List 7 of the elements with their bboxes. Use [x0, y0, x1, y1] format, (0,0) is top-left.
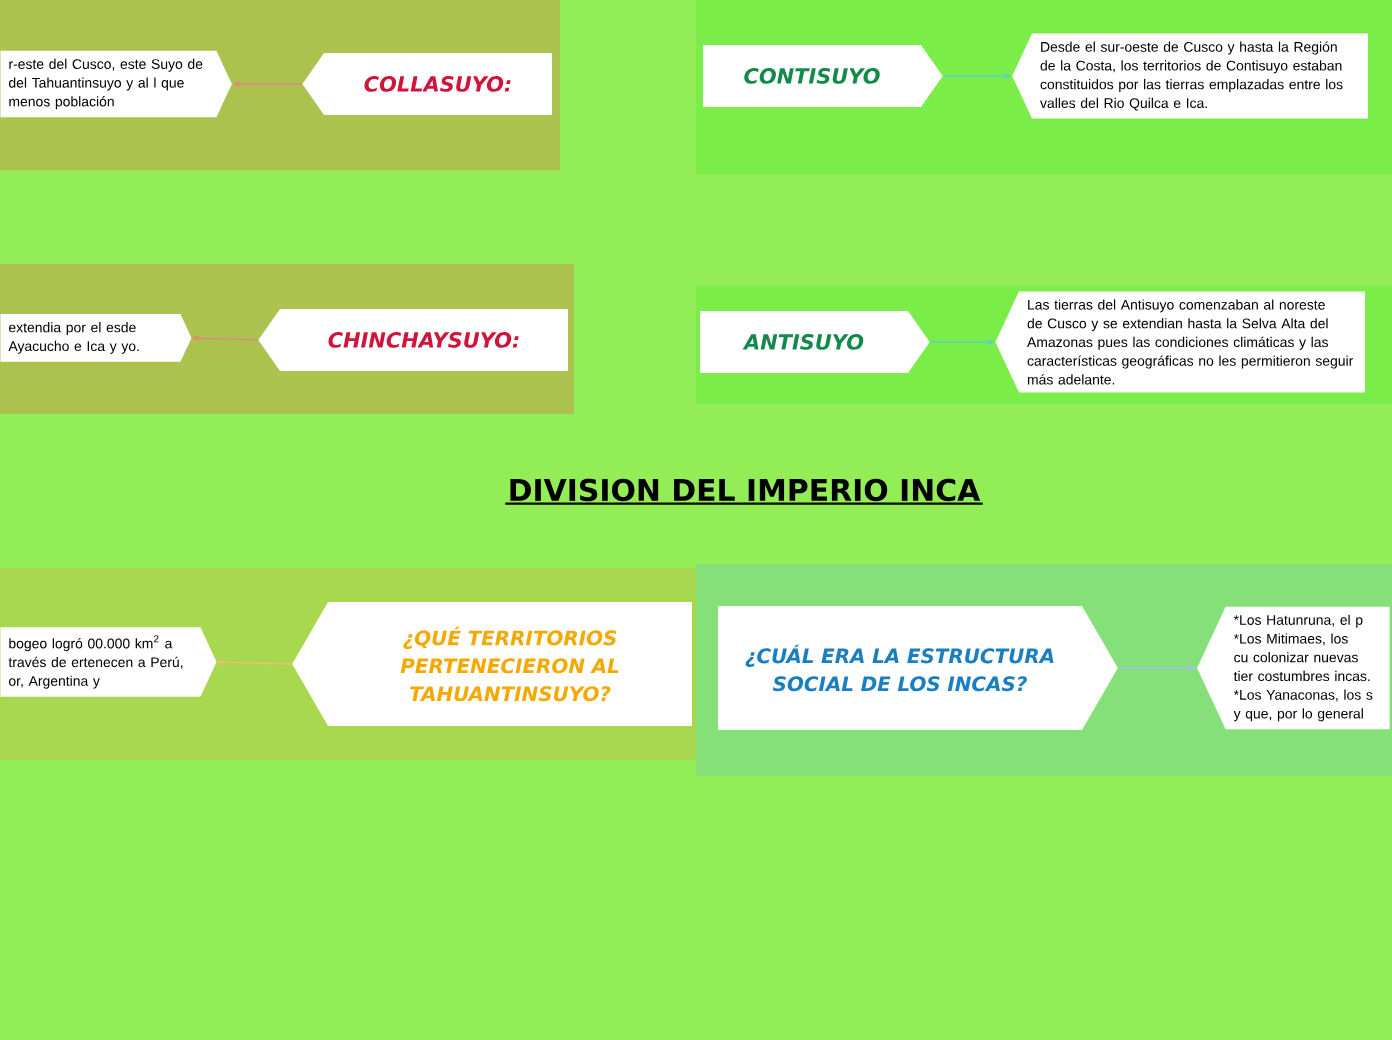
title: DIVISION DEL IMPERIO INCA	[505, 478, 983, 505]
question-box: ¿QUÉ TERRITORIOS PERTENECIERON AL TAHUANTINSUYO?	[292, 601, 692, 726]
question-box: ¿CUÁL ERA LA ESTRUCTURA SOCIAL DE LOS INCAS?	[718, 605, 1118, 730]
heading-box: CHINCHAYSUYO:	[258, 308, 568, 371]
heading-box: COLLASUYO:	[302, 53, 552, 115]
heading-box: ANTISUYO	[700, 310, 930, 373]
heading-box: CONTISUYO	[703, 45, 943, 107]
